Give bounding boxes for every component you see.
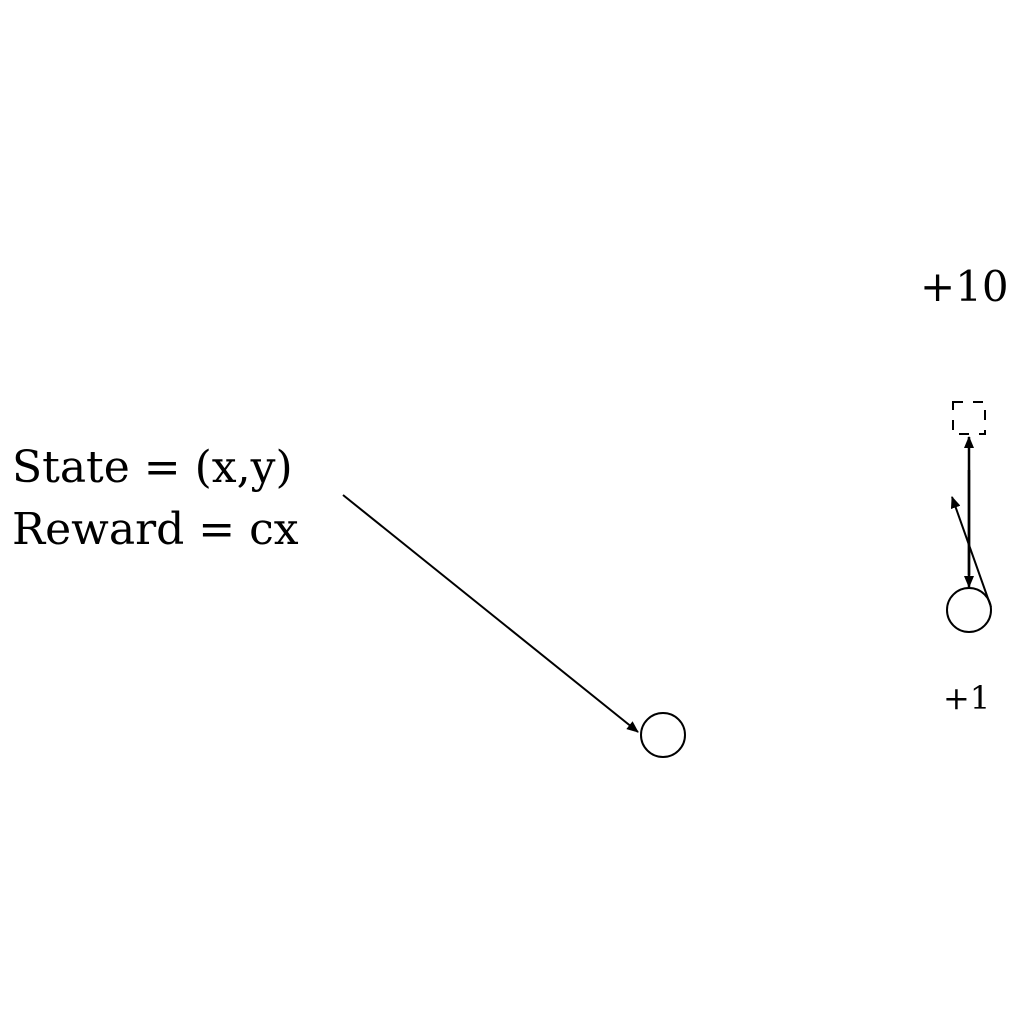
diagonal-arrow <box>950 496 992 608</box>
local-agent-circle <box>946 587 992 633</box>
reward-label: Reward = cx <box>12 504 299 555</box>
state-label: State = (x,y) <box>12 442 293 493</box>
goal-reward-label: +10 <box>920 262 1009 311</box>
local-reward-label: +1 <box>943 679 991 717</box>
goal-dashed-square <box>952 401 986 435</box>
pointer-arrow <box>342 494 639 733</box>
agent-circle <box>640 712 686 758</box>
